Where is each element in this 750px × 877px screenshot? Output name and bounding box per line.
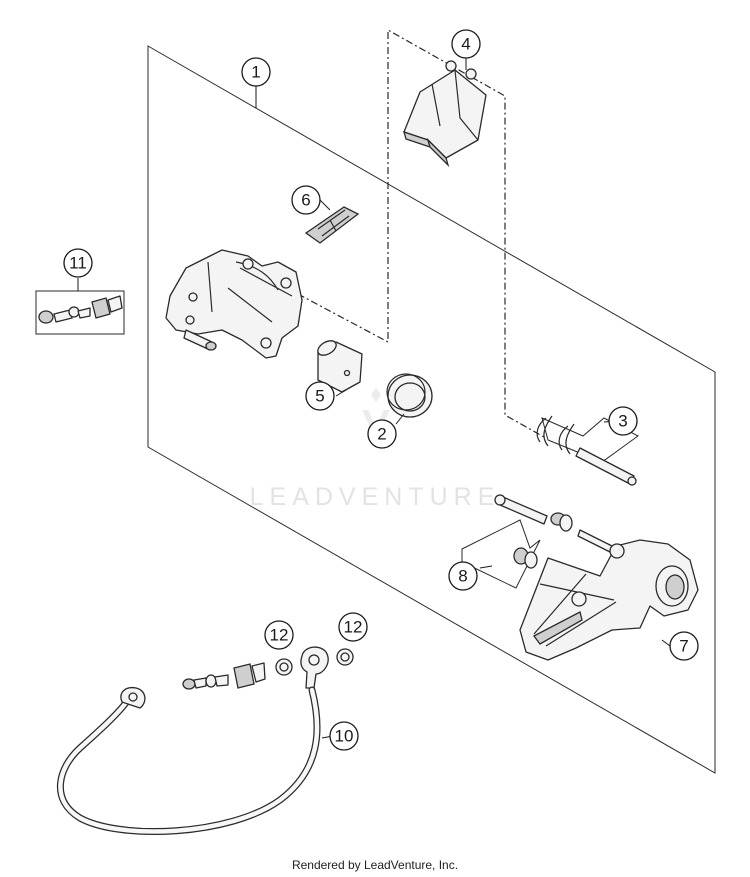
clips-and-pin <box>536 415 639 486</box>
callout-4: 4 <box>451 29 481 59</box>
callout-5: 5 <box>305 381 335 411</box>
render-credit: Rendered by LeadVenture, Inc. <box>291 858 459 872</box>
callout-12-right: 12 <box>338 612 368 642</box>
callout-1: 1 <box>241 57 271 87</box>
callout-8: 8 <box>448 561 478 591</box>
bolt-kit <box>461 494 613 589</box>
callout-12-left: 12 <box>264 620 294 650</box>
svg-text:7: 7 <box>679 637 688 656</box>
callout-6: 6 <box>291 185 321 215</box>
brake-hose-assembly <box>57 646 354 836</box>
leader-lines <box>77 58 671 739</box>
brake-pads <box>403 60 487 168</box>
svg-text:3: 3 <box>618 412 627 431</box>
svg-text:1: 1 <box>251 63 260 82</box>
svg-text:2: 2 <box>377 425 386 444</box>
svg-text:5: 5 <box>315 387 324 406</box>
callout-10: 10 <box>329 721 359 751</box>
piston-seals <box>386 373 433 418</box>
svg-text:8: 8 <box>458 567 467 586</box>
svg-text:12: 12 <box>344 618 363 637</box>
svg-text:12: 12 <box>270 626 289 645</box>
svg-text:4: 4 <box>461 35 470 54</box>
caliper-assembly-frame <box>147 45 716 774</box>
brake-caliper <box>165 249 303 359</box>
watermark-text: LEADVENTURE <box>250 483 501 511</box>
callout-7: 7 <box>669 631 699 661</box>
svg-text:10: 10 <box>335 727 354 746</box>
leadventure-watermark: LEADVENTURE <box>250 388 501 511</box>
callout-3: 3 <box>608 406 638 436</box>
caliper-piston <box>317 340 363 393</box>
svg-text:6: 6 <box>301 191 310 210</box>
callout-11: 11 <box>63 248 93 278</box>
svg-text:11: 11 <box>69 254 87 273</box>
caliper-bracket <box>519 539 699 661</box>
callout-2: 2 <box>367 419 397 449</box>
pad-spring <box>304 206 360 244</box>
bleeder-kit <box>35 290 125 335</box>
